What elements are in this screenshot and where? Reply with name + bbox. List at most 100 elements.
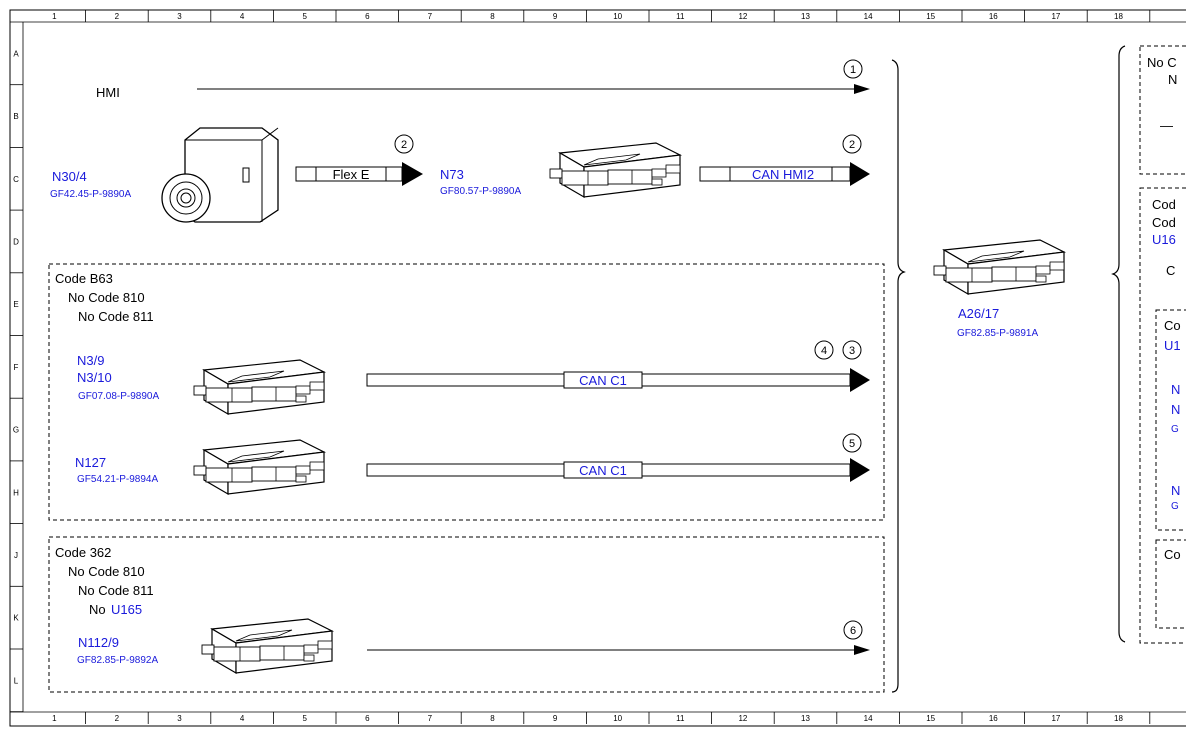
right-box1-line-2: N xyxy=(1168,72,1177,87)
arrowhead-icon xyxy=(850,368,870,392)
ruler-col-top: 8 xyxy=(490,12,495,21)
ruler-col-top: 10 xyxy=(613,12,622,21)
g362-line-1: Code 362 xyxy=(55,545,111,560)
b63-line-1: Code B63 xyxy=(55,271,113,286)
n3-9-code: N3/9 xyxy=(77,353,104,368)
ruler-col-bottom: 16 xyxy=(989,714,998,723)
can-hmi2-label: CAN HMI2 xyxy=(752,167,814,182)
camera-icon xyxy=(161,127,279,223)
right-inner1-code-1: N xyxy=(1171,382,1180,397)
ruler-col-top: 13 xyxy=(801,12,810,21)
hmi-marker: 1 xyxy=(850,64,856,76)
ruler-col-top: 14 xyxy=(864,12,873,21)
ruler-col-top: 9 xyxy=(553,12,558,21)
ruler-col-bottom: 8 xyxy=(490,714,495,723)
ruler-row: H xyxy=(13,488,19,497)
ruler-row: G xyxy=(13,426,19,435)
ruler-col-bottom: 15 xyxy=(926,714,935,723)
ruler-col-bottom: 4 xyxy=(240,714,245,723)
ruler-col-bottom: 10 xyxy=(613,714,622,723)
right-inner2-line-1: Co xyxy=(1164,547,1181,562)
ruler-col-bottom: 14 xyxy=(864,714,873,723)
ruler-col-top: 2 xyxy=(115,12,120,21)
ruler-marks: 1122334455667788991010111112121313141415… xyxy=(10,10,1151,724)
ruler-col-bottom: 5 xyxy=(302,714,307,723)
right-box2-line-3: U16 xyxy=(1152,232,1176,247)
ruler-row: C xyxy=(13,175,19,184)
ruler-col-bottom: 3 xyxy=(177,714,182,723)
flex-e-label: Flex E xyxy=(333,167,370,182)
ruler-col-top: 7 xyxy=(428,12,433,21)
n112-ref: GF82.85-P-9892A xyxy=(77,655,158,666)
ruler-col-bottom: 2 xyxy=(115,714,120,723)
right-inner1-code-5: G xyxy=(1171,501,1179,512)
g362-no-code: U165 xyxy=(111,602,142,617)
n127-module-icon xyxy=(193,439,325,495)
right-box2-line-4: C xyxy=(1166,263,1175,278)
right-box2-line-1: Cod xyxy=(1152,197,1176,212)
n3-ref: GF07.08-P-9890A xyxy=(78,391,159,402)
right-inner1-code-2: N xyxy=(1171,402,1180,417)
right-box1-line-3: — xyxy=(1160,118,1173,133)
ruler-col-bottom: 1 xyxy=(52,714,57,723)
right-inner1-code-4: N xyxy=(1171,483,1180,498)
n3-module-icon xyxy=(193,359,325,415)
ruler-row: A xyxy=(13,49,19,58)
n3-10-code: N3/10 xyxy=(77,370,112,385)
ruler-col-bottom: 18 xyxy=(1114,714,1123,723)
arrowhead-icon xyxy=(402,162,423,186)
brace-icon xyxy=(891,59,906,693)
right-inner1-line-2: U1 xyxy=(1164,338,1181,353)
n73-ref: GF80.57-P-9890A xyxy=(440,186,521,197)
ruler-col-top: 5 xyxy=(302,12,307,21)
camera-ref: GF42.45-P-9890A xyxy=(50,189,131,200)
n127-ref: GF54.21-P-9894A xyxy=(77,474,158,485)
ruler-col-top: 12 xyxy=(738,12,747,21)
right-inner1-code-3: G xyxy=(1171,424,1179,435)
ruler-row: E xyxy=(13,300,18,309)
ruler-row: J xyxy=(14,551,18,560)
ruler-col-top: 1 xyxy=(52,12,57,21)
can-hmi2-marker: 2 xyxy=(849,139,855,151)
ruler-col-top: 17 xyxy=(1051,12,1060,21)
camera-code: N30/4 xyxy=(52,169,87,184)
ruler-row: F xyxy=(14,363,19,372)
n112-marker: 6 xyxy=(850,625,856,637)
n112-code: N112/9 xyxy=(78,635,119,650)
n127-code: N127 xyxy=(75,455,106,470)
ruler-col-bottom: 12 xyxy=(738,714,747,723)
b63-line-2: No Code 810 xyxy=(68,290,145,305)
ruler-row: L xyxy=(14,676,19,685)
right-box2-line-2: Cod xyxy=(1152,215,1176,230)
ruler-col-top: 18 xyxy=(1114,12,1123,21)
g362-line-3: No Code 811 xyxy=(78,583,154,598)
n3-marker-b: 3 xyxy=(849,345,855,357)
n127-marker: 5 xyxy=(849,438,855,450)
ruler-col-top: 11 xyxy=(676,12,685,21)
ruler-row: D xyxy=(13,237,19,246)
ruler-row: K xyxy=(13,614,19,623)
ruler-col-top: 3 xyxy=(177,12,182,21)
brace-icon xyxy=(1111,45,1126,643)
ruler-col-top: 4 xyxy=(240,12,245,21)
arrowhead-icon xyxy=(854,84,870,94)
a26-code: A26/17 xyxy=(958,306,999,321)
ruler-col-top: 15 xyxy=(926,12,935,21)
hmi-label: HMI xyxy=(96,85,120,100)
n3-marker-a: 4 xyxy=(821,345,827,357)
n112-module-icon xyxy=(201,618,333,674)
arrowhead-icon xyxy=(854,645,870,655)
n73-code: N73 xyxy=(440,167,464,182)
ruler-row: B xyxy=(13,112,18,121)
ruler-col-top: 6 xyxy=(365,12,370,21)
ruler-col-bottom: 6 xyxy=(365,714,370,723)
ruler-col-bottom: 9 xyxy=(553,714,558,723)
ruler-col-bottom: 11 xyxy=(676,714,685,723)
right-box1-line-1: No C xyxy=(1147,55,1177,70)
right-inner1-line-1: Co xyxy=(1164,318,1181,333)
ruler-col-bottom: 17 xyxy=(1051,714,1060,723)
ruler-col-top: 16 xyxy=(989,12,998,21)
a26-module-icon xyxy=(933,239,1065,295)
g362-no-prefix: No xyxy=(89,602,106,617)
